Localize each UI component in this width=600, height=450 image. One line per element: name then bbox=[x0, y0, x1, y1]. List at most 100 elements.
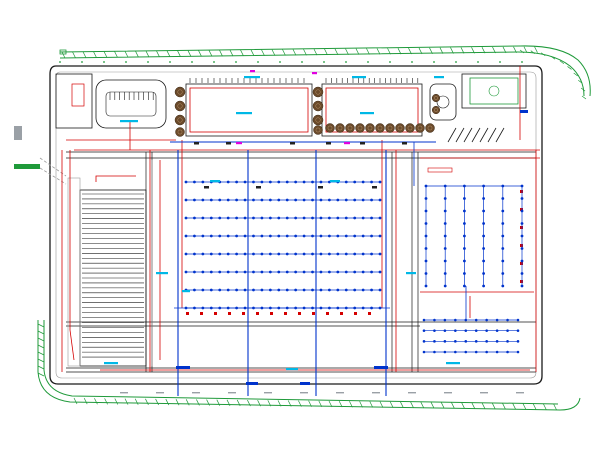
green-hatch-curve bbox=[519, 49, 525, 54]
green-hatch-top bbox=[334, 48, 339, 56]
drain-node bbox=[378, 180, 382, 184]
drain-node bbox=[294, 234, 298, 238]
drain-node bbox=[495, 318, 499, 322]
drain-node bbox=[311, 216, 314, 220]
shrub-dot bbox=[235, 61, 237, 63]
green-hatch-bottom bbox=[522, 403, 527, 410]
plaza-fountain bbox=[436, 95, 450, 109]
drain-node bbox=[495, 340, 499, 343]
green-hatch-bottom bbox=[440, 402, 445, 409]
drain-node bbox=[424, 197, 428, 200]
green-hatch-top bbox=[145, 50, 150, 58]
valve-marker bbox=[228, 312, 231, 315]
drain-node bbox=[268, 198, 272, 202]
drain-node bbox=[454, 350, 457, 354]
green-hatch-curve bbox=[540, 52, 546, 57]
drain-node bbox=[294, 252, 298, 256]
tree-bottom-row-core bbox=[347, 125, 353, 131]
drain-node bbox=[485, 318, 488, 322]
green-hatch-bottom bbox=[216, 399, 221, 406]
green-hatch-bottom bbox=[328, 400, 333, 408]
drain-node bbox=[482, 272, 485, 275]
green-hatch-top bbox=[198, 50, 202, 57]
drain-node bbox=[201, 270, 205, 274]
green-hatch-curve bbox=[559, 60, 565, 65]
annotation-tag bbox=[104, 362, 118, 365]
green-hatch-top bbox=[229, 49, 234, 57]
drain-node bbox=[361, 252, 365, 256]
tree-bottom-row bbox=[355, 123, 365, 133]
water-line bbox=[95, 175, 136, 182]
green-hatch-curve bbox=[578, 79, 583, 84]
valve-marker bbox=[242, 312, 245, 315]
green-hatch-curve bbox=[550, 55, 556, 60]
parking-loop-outer bbox=[95, 79, 167, 129]
drain-node bbox=[485, 329, 488, 332]
green-hatch-top bbox=[408, 47, 412, 55]
green-hatch-bottom bbox=[389, 401, 394, 408]
shrub-dot bbox=[59, 61, 61, 63]
drain-node bbox=[327, 216, 331, 220]
drain-node bbox=[336, 216, 340, 220]
green-hatch-bottom bbox=[379, 401, 384, 408]
drain-node bbox=[463, 284, 466, 288]
drain-node bbox=[311, 198, 314, 202]
valve-marker bbox=[186, 312, 189, 315]
annotation-tag bbox=[352, 76, 366, 79]
drain-node bbox=[311, 288, 314, 292]
drain-node bbox=[193, 216, 196, 220]
site-boundary bbox=[49, 65, 543, 385]
wall-mark bbox=[226, 142, 231, 145]
drain-node bbox=[243, 234, 247, 238]
drain-node bbox=[268, 288, 272, 292]
drain-node bbox=[260, 234, 264, 238]
drain-node bbox=[243, 180, 247, 184]
drain-node bbox=[424, 222, 428, 225]
drain-node bbox=[353, 288, 357, 292]
green-hatch-bottom bbox=[267, 400, 272, 407]
drain-node bbox=[520, 284, 524, 288]
tree-bottom-row bbox=[415, 123, 425, 133]
drain-node bbox=[370, 252, 373, 256]
drain-node bbox=[277, 216, 281, 220]
drain-node bbox=[422, 350, 426, 354]
drain-node bbox=[454, 318, 457, 322]
drain-node bbox=[252, 270, 255, 274]
green-hatch-top bbox=[376, 48, 381, 55]
tree-right-block-core bbox=[315, 103, 321, 109]
green-hatch-bottom bbox=[155, 398, 159, 406]
drain-node bbox=[474, 318, 478, 322]
drain-node bbox=[482, 259, 485, 263]
annotation-tag-blue bbox=[374, 366, 388, 369]
valve-marker bbox=[256, 312, 259, 315]
water-pipe-layer bbox=[61, 66, 540, 382]
drain-node bbox=[277, 180, 281, 184]
drain-node bbox=[226, 198, 230, 202]
green-hatch-curve bbox=[580, 87, 586, 92]
courtyard-right-outer bbox=[321, 83, 423, 137]
green-hatch-bottom bbox=[349, 401, 353, 408]
tree-right-block bbox=[312, 86, 324, 98]
drain-node bbox=[193, 198, 196, 202]
annotation-tag-blue bbox=[246, 382, 258, 385]
drain-node bbox=[516, 329, 520, 332]
drain-node bbox=[302, 216, 306, 220]
green-hatch-top bbox=[345, 48, 349, 55]
drain-node bbox=[520, 197, 524, 200]
annotation-tag-blue bbox=[300, 382, 310, 385]
drain-node bbox=[482, 284, 485, 288]
tree-bottom-row bbox=[405, 123, 415, 133]
drain-node bbox=[201, 198, 205, 202]
drain-node bbox=[252, 288, 255, 292]
green-hatch-bottom bbox=[369, 401, 374, 408]
drain-node bbox=[433, 318, 436, 322]
green-hatch-curve bbox=[567, 66, 572, 70]
drain-node bbox=[344, 216, 348, 220]
valve-marker bbox=[340, 312, 343, 315]
drain-node bbox=[285, 180, 289, 184]
green-hatch-bottom bbox=[553, 403, 557, 410]
annotation-tag-blue bbox=[176, 366, 190, 369]
parking-stall-diagonal bbox=[487, 127, 497, 143]
drain-node bbox=[294, 216, 298, 220]
sports-court bbox=[461, 73, 527, 109]
